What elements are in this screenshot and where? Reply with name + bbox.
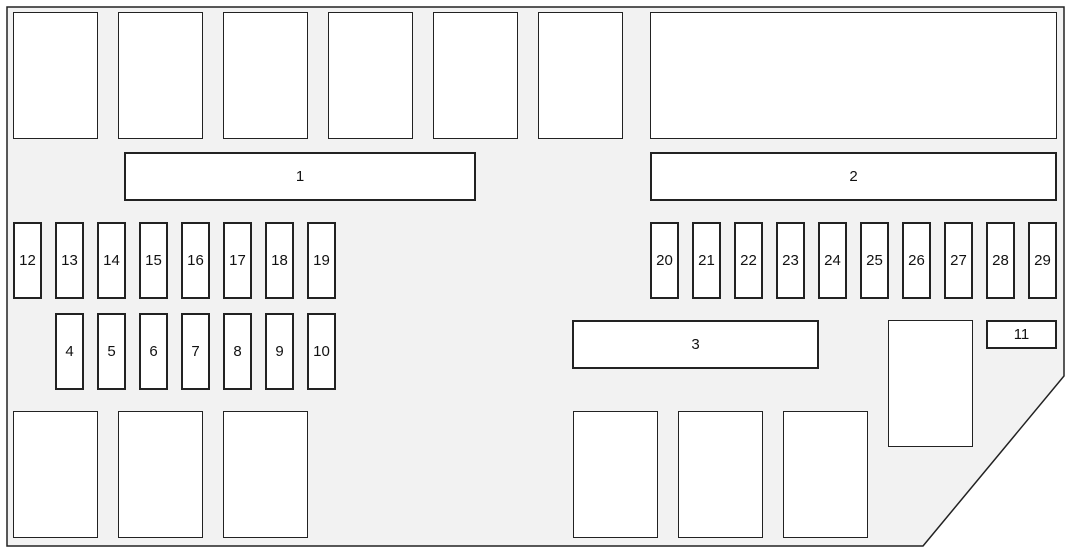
fuse-15: 15 xyxy=(139,222,168,299)
fuse-14: 14 xyxy=(97,222,126,299)
relay-slot xyxy=(328,12,413,139)
fuse-9: 9 xyxy=(265,313,294,390)
fuse-number: 2 xyxy=(849,168,858,185)
fuse-24: 24 xyxy=(818,222,847,299)
fuse-number: 6 xyxy=(149,343,158,360)
fuse-number: 15 xyxy=(145,252,162,269)
fuse-number: 22 xyxy=(740,252,757,269)
fuse-27: 27 xyxy=(944,222,973,299)
relay-slot xyxy=(433,12,518,139)
fuse-1: 1 xyxy=(124,152,476,201)
fuse-number: 21 xyxy=(698,252,715,269)
fuse-21: 21 xyxy=(692,222,721,299)
fuse-number: 9 xyxy=(275,343,284,360)
fuse-number: 3 xyxy=(691,336,700,353)
relay-slot xyxy=(538,12,623,139)
relay-slot xyxy=(223,411,308,538)
fuse-26: 26 xyxy=(902,222,931,299)
fuse-number: 4 xyxy=(65,343,74,360)
relay-slot xyxy=(678,411,763,538)
fuse-number: 13 xyxy=(61,252,78,269)
fuse-number: 7 xyxy=(191,343,200,360)
fuse-19: 19 xyxy=(307,222,336,299)
fuse-23: 23 xyxy=(776,222,805,299)
fuse-8: 8 xyxy=(223,313,252,390)
fuse-13: 13 xyxy=(55,222,84,299)
fuse-number: 26 xyxy=(908,252,925,269)
relay-slot xyxy=(223,12,308,139)
fuse-number: 29 xyxy=(1034,252,1051,269)
fuse-5: 5 xyxy=(97,313,126,390)
fuse-4: 4 xyxy=(55,313,84,390)
fuse-number: 11 xyxy=(1013,326,1030,343)
fuse-2: 2 xyxy=(650,152,1057,201)
relay-slot xyxy=(573,411,658,538)
fuse-18: 18 xyxy=(265,222,294,299)
fuse-number: 27 xyxy=(950,252,967,269)
fuse-16: 16 xyxy=(181,222,210,299)
fuse-29: 29 xyxy=(1028,222,1057,299)
fuse-number: 28 xyxy=(992,252,1009,269)
relay-slot xyxy=(118,411,203,538)
fuse-12: 12 xyxy=(13,222,42,299)
fuse-10: 10 xyxy=(307,313,336,390)
fuse-25: 25 xyxy=(860,222,889,299)
fuse-number: 24 xyxy=(824,252,841,269)
relay-slot xyxy=(118,12,203,139)
fuse-number: 18 xyxy=(271,252,288,269)
fuse-3: 3 xyxy=(572,320,819,369)
fuse-number: 19 xyxy=(313,252,330,269)
relay-block xyxy=(650,12,1057,139)
fuse-number: 12 xyxy=(19,252,36,269)
fuse-number: 14 xyxy=(103,252,120,269)
fuse-number: 10 xyxy=(313,343,330,360)
fuse-22: 22 xyxy=(734,222,763,299)
fuse-number: 20 xyxy=(656,252,673,269)
relay-slot xyxy=(888,320,973,447)
fuse-number: 5 xyxy=(107,343,116,360)
fuse-6: 6 xyxy=(139,313,168,390)
fuse-number: 25 xyxy=(866,252,883,269)
relay-slot xyxy=(13,12,98,139)
fuse-17: 17 xyxy=(223,222,252,299)
relay-slot xyxy=(783,411,868,538)
fuse-number: 1 xyxy=(295,168,305,185)
fuse-number: 17 xyxy=(229,252,246,269)
fuse-number: 23 xyxy=(782,252,799,269)
fuse-number: 16 xyxy=(187,252,204,269)
fuse-7: 7 xyxy=(181,313,210,390)
relay-slot xyxy=(13,411,98,538)
fuse-28: 28 xyxy=(986,222,1015,299)
fuse-11: 11 xyxy=(986,320,1057,349)
fuse-number: 8 xyxy=(233,343,242,360)
fuse-20: 20 xyxy=(650,222,679,299)
